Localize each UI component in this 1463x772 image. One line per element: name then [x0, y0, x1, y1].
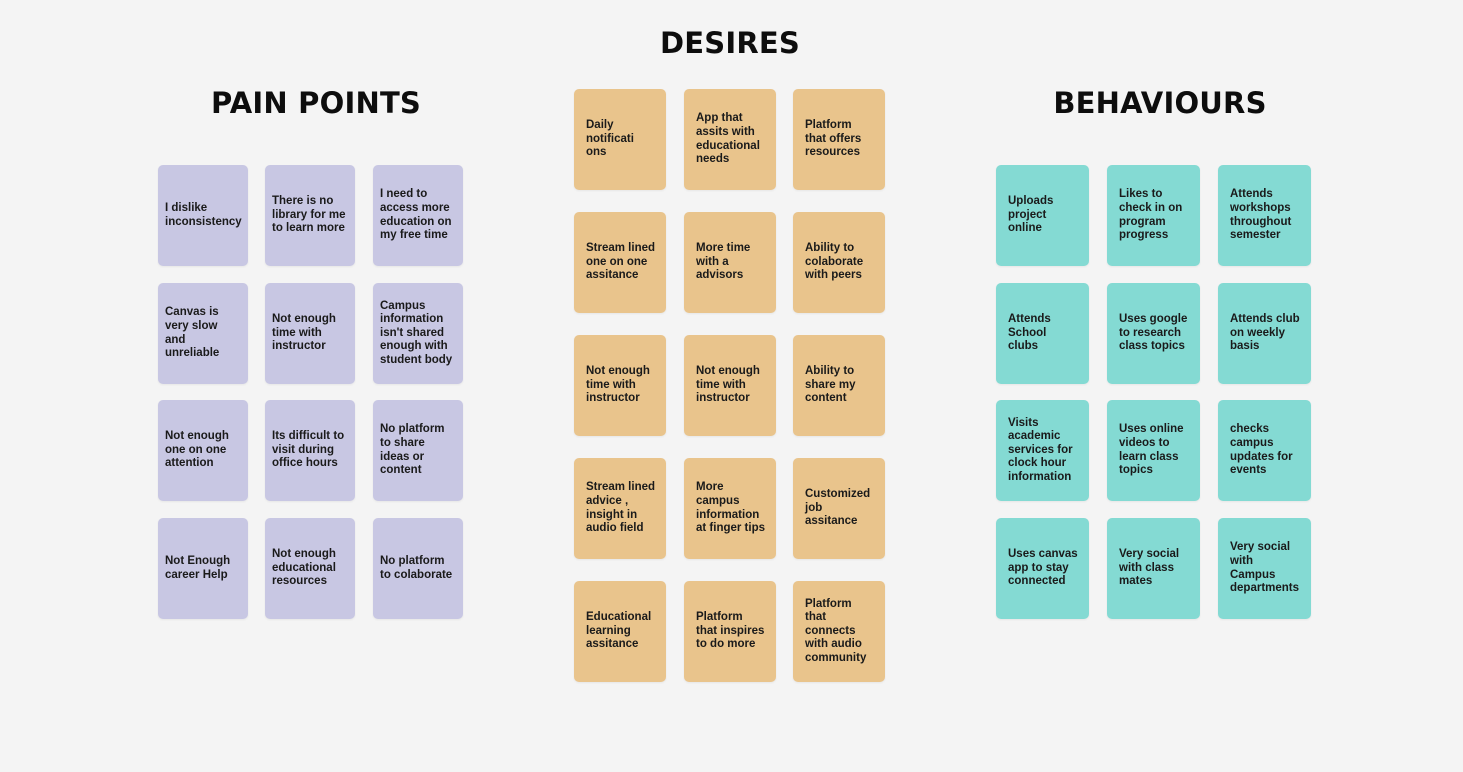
sticky-note[interactable]: Attends workshops throughout semester — [1218, 165, 1311, 266]
sticky-note[interactable]: Campus information isn't shared enough w… — [373, 283, 463, 384]
sticky-note-text: Uses online videos to learn class topics — [1119, 423, 1184, 477]
sticky-note[interactable]: No platform to share ideas or content — [373, 400, 463, 501]
sticky-note[interactable]: Attends club on weekly basis — [1218, 283, 1311, 384]
behaviours-heading: BEHAVIOURS — [1053, 86, 1267, 120]
sticky-note[interactable]: Daily notificati ons — [574, 89, 666, 190]
sticky-note-text: Uses canvas app to stay connected — [1008, 548, 1078, 588]
sticky-note[interactable]: Not enough one on one attention — [158, 400, 248, 501]
sticky-note[interactable]: Uses google to research class topics — [1107, 283, 1200, 384]
sticky-note[interactable]: I need to access more education on my fr… — [373, 165, 463, 266]
sticky-note-text: Attends club on weekly basis — [1230, 313, 1300, 353]
sticky-note-text: Platform that connects with audio commun… — [805, 597, 867, 664]
sticky-note[interactable]: Educational learning assitance — [574, 581, 666, 682]
sticky-note-text: checks campus updates for events — [1230, 423, 1293, 477]
sticky-note[interactable]: Its difficult to visit during office hou… — [265, 400, 355, 501]
sticky-note[interactable]: Canvas is very slow and unreliable — [158, 283, 248, 384]
sticky-note[interactable]: Platform that inspires to do more — [684, 581, 776, 682]
sticky-note[interactable]: Visits academic services for clock hour … — [996, 400, 1089, 501]
sticky-note[interactable]: Platform that connects with audio commun… — [793, 581, 885, 682]
sticky-note-text: Not enough time with instructor — [696, 365, 760, 405]
sticky-note-text: Stream lined advice , insight in audio f… — [586, 481, 656, 535]
sticky-note[interactable]: Uses online videos to learn class topics — [1107, 400, 1200, 501]
sticky-note[interactable]: Not enough educational resources — [265, 518, 355, 619]
sticky-note[interactable]: There is no library for me to learn more — [265, 165, 355, 266]
pain-points-heading: PAIN POINTS — [210, 86, 422, 120]
sticky-note-text: I need to access more education on my fr… — [380, 188, 452, 242]
sticky-note[interactable]: Very social with Campus departments — [1218, 518, 1311, 619]
sticky-note-text: Not enough educational resources — [272, 548, 336, 588]
sticky-note[interactable]: More campus information at finger tips — [684, 458, 776, 559]
sticky-note-text: Customized job assitance — [805, 488, 871, 528]
sticky-note-text: Not enough time with instructor — [586, 365, 650, 405]
sticky-note-text: Ability to colaborate with peers — [805, 242, 864, 282]
sticky-note-text: Platform that offers resources — [805, 119, 862, 159]
sticky-note-text: Not enough one on one attention — [165, 430, 229, 470]
desires-heading: DESIRES — [660, 26, 800, 60]
sticky-note[interactable]: Not enough time with instructor — [684, 335, 776, 436]
sticky-note[interactable]: Ability to colaborate with peers — [793, 212, 885, 313]
sticky-note[interactable]: checks campus updates for events — [1218, 400, 1311, 501]
sticky-note-text: No platform to colaborate — [380, 554, 453, 581]
sticky-note-text: Campus information isn't shared enough w… — [380, 299, 453, 366]
sticky-note[interactable]: Ability to share my content — [793, 335, 885, 436]
sticky-note-text: No platform to share ideas or content — [380, 423, 445, 477]
sticky-note[interactable]: Likes to check in on program progress — [1107, 165, 1200, 266]
sticky-note-text: Stream lined one on one assitance — [586, 242, 656, 282]
sticky-note[interactable]: Attends School clubs — [996, 283, 1089, 384]
sticky-note[interactable]: Very social with class mates — [1107, 518, 1200, 619]
sticky-note[interactable]: Not enough time with instructor — [574, 335, 666, 436]
sticky-note-text: Daily notificati ons — [586, 119, 634, 159]
sticky-note[interactable]: I dislike inconsistency — [158, 165, 248, 266]
sticky-note-text: Visits academic services for clock hour … — [1008, 416, 1073, 483]
sticky-note[interactable]: Uploads project online — [996, 165, 1089, 266]
sticky-note-text: There is no library for me to learn more — [272, 195, 346, 235]
sticky-note[interactable]: Uses canvas app to stay connected — [996, 518, 1089, 619]
sticky-note[interactable]: App that assits with educational needs — [684, 89, 776, 190]
sticky-note[interactable]: Platform that offers resources — [793, 89, 885, 190]
sticky-note-text: Uses google to research class topics — [1119, 313, 1188, 353]
sticky-note-text: Attends School clubs — [1008, 313, 1051, 353]
sticky-note[interactable]: No platform to colaborate — [373, 518, 463, 619]
sticky-note-text: Platform that inspires to do more — [696, 611, 765, 651]
sticky-note-text: Attends workshops throughout semester — [1230, 188, 1292, 242]
sticky-note[interactable]: Not Enough career Help — [158, 518, 248, 619]
sticky-note-text: Ability to share my content — [805, 365, 856, 405]
sticky-note-text: More campus information at finger tips — [696, 481, 766, 535]
sticky-note-text: Not enough time with instructor — [272, 313, 336, 353]
sticky-note-text: Canvas is very slow and unreliable — [165, 306, 220, 360]
sticky-note[interactable]: Stream lined one on one assitance — [574, 212, 666, 313]
sticky-note[interactable]: Stream lined advice , insight in audio f… — [574, 458, 666, 559]
sticky-note[interactable]: Customized job assitance — [793, 458, 885, 559]
sticky-note[interactable]: More time with a advisors — [684, 212, 776, 313]
sticky-note-text: I dislike inconsistency — [165, 201, 242, 228]
sticky-note-text: App that assits with educational needs — [696, 112, 760, 166]
sticky-note-text: Its difficult to visit during office hou… — [272, 430, 345, 470]
sticky-note[interactable]: Not enough time with instructor — [265, 283, 355, 384]
sticky-note-text: Uploads project online — [1008, 195, 1054, 235]
sticky-note-text: Very social with class mates — [1119, 548, 1180, 588]
sticky-note-text: Not Enough career Help — [165, 554, 231, 581]
sticky-note-text: Educational learning assitance — [586, 611, 652, 651]
sticky-note-text: Very social with Campus departments — [1230, 541, 1300, 595]
sticky-note-text: Likes to check in on program progress — [1119, 188, 1183, 242]
sticky-note-text: More time with a advisors — [696, 242, 751, 282]
